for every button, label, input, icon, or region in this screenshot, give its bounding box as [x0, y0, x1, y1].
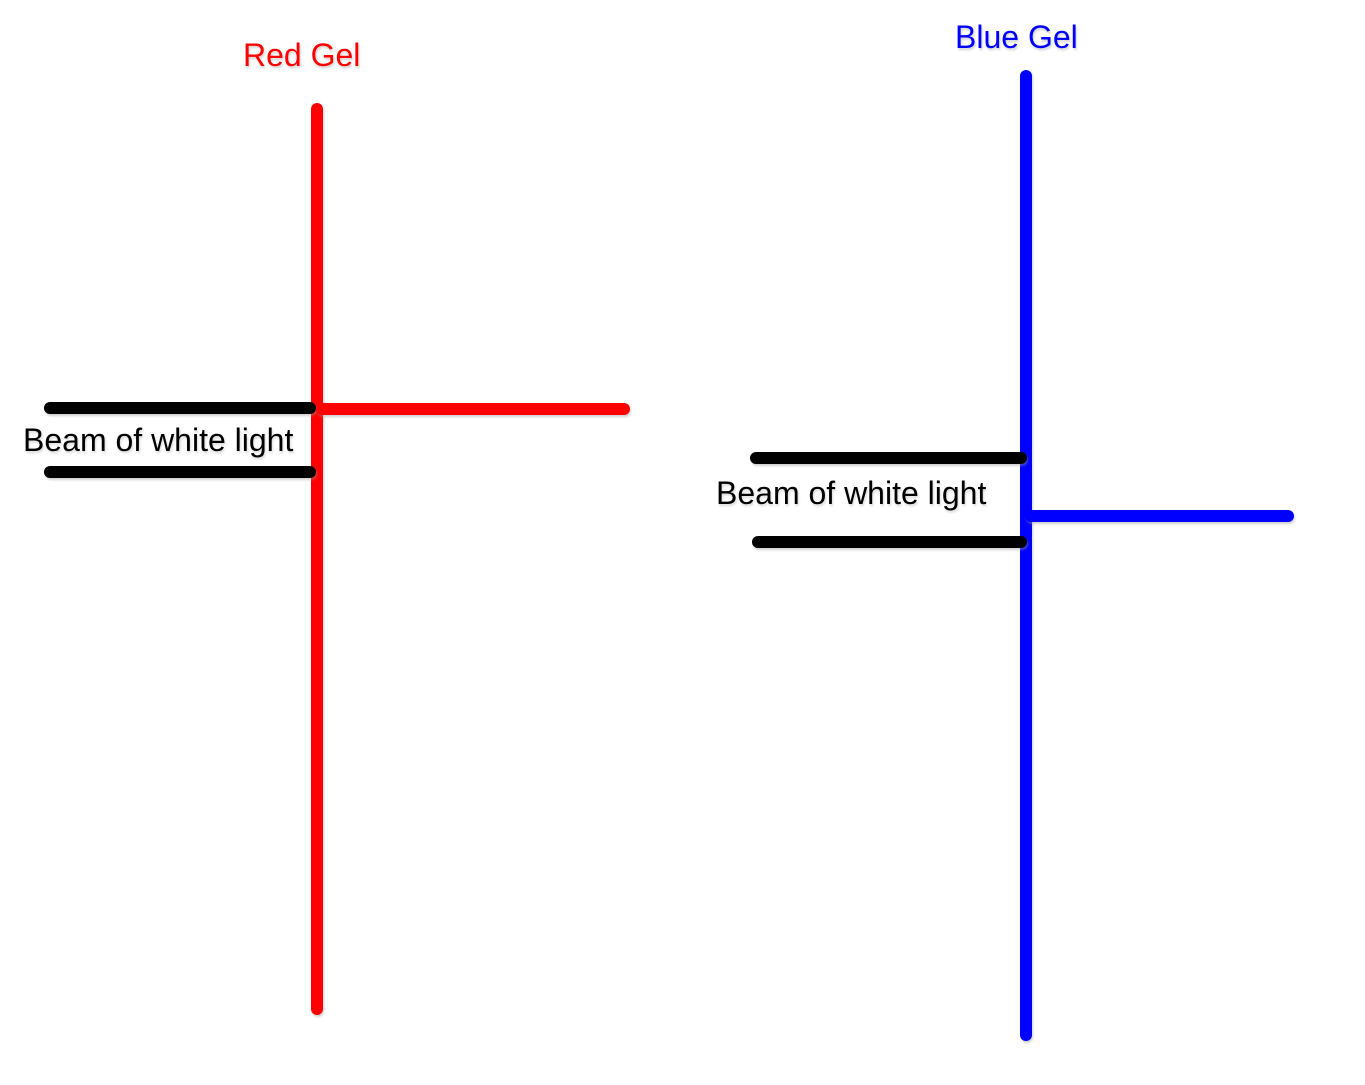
- red-gel-filter-line: [311, 103, 323, 1015]
- blue-gel-filter-line: [1020, 70, 1032, 1041]
- transmitted-red-ray: [316, 403, 630, 415]
- blue-gel-title: Blue Gel: [955, 19, 1078, 55]
- white-beam-top-line: [750, 452, 1027, 464]
- transmitted-blue-ray: [1025, 510, 1294, 522]
- white-beam-top-line: [44, 402, 316, 414]
- white-beam-bottom-line: [752, 536, 1027, 548]
- beam-label: Beam of white light: [716, 475, 987, 511]
- beam-label: Beam of white light: [23, 422, 294, 458]
- white-beam-bottom-line: [44, 466, 316, 478]
- red-gel-title: Red Gel: [243, 37, 361, 73]
